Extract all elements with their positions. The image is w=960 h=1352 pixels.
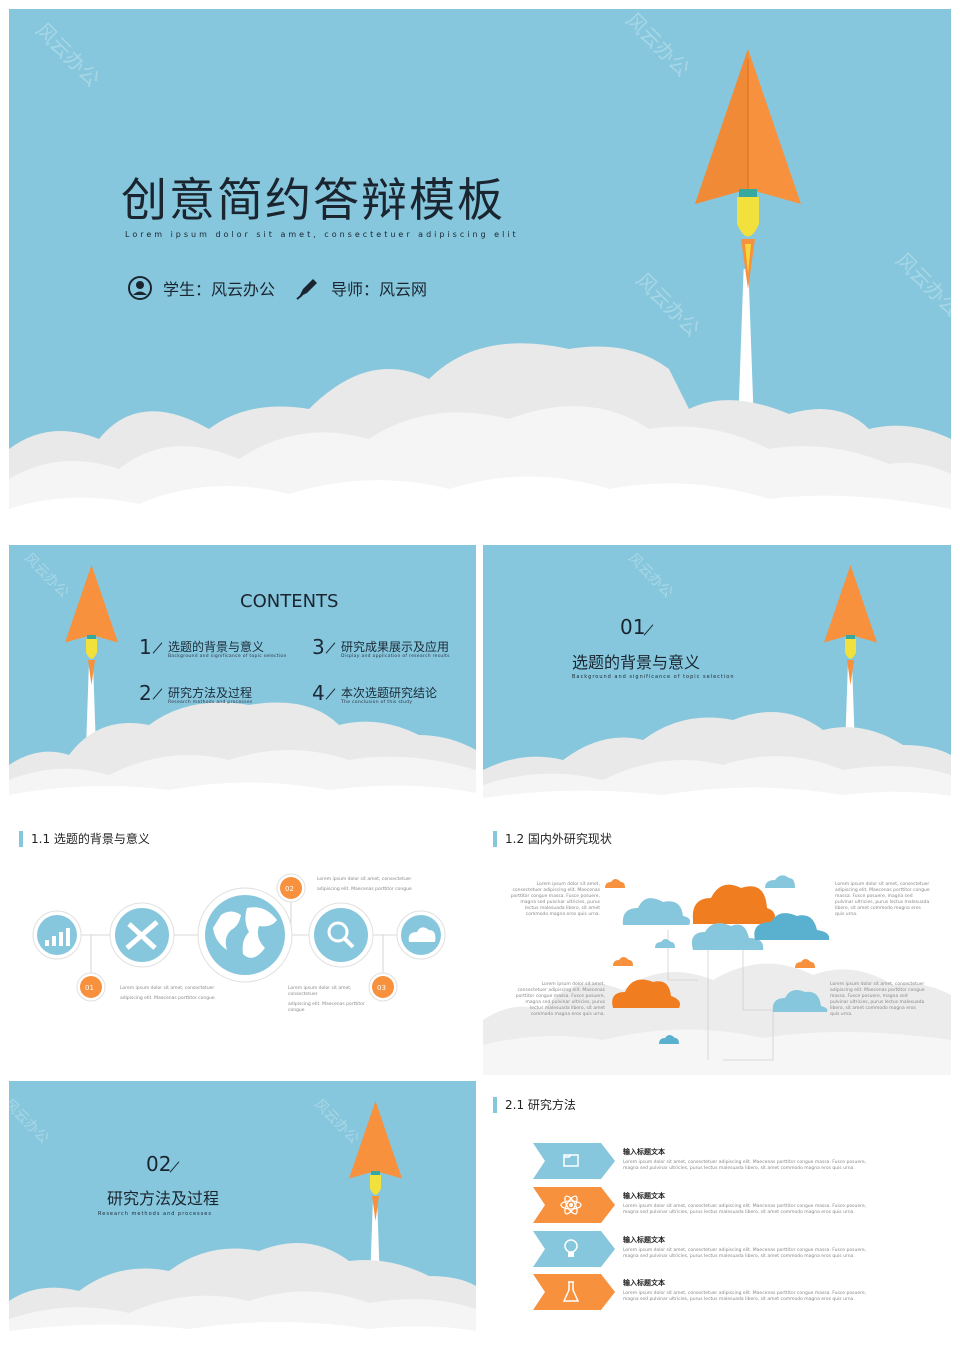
pen-icon [296,279,318,300]
menu-sub-4: The conclusion of this study [341,700,413,705]
paper-rocket-icon [349,1101,402,1221]
student-label: 学生：风云办公 [163,280,276,299]
heading-bar [493,830,497,847]
menu-slash [152,642,163,654]
method-arrow-4[interactable] [533,1274,615,1310]
menu-slash [325,642,336,654]
timeline-diagram [32,873,446,1002]
cloud-bank [9,343,951,539]
section-title: 研究方法及过程 [107,1189,220,1208]
heading-bar [19,830,23,847]
cloud-bank [9,1243,476,1343]
mentor-label: 导师：风云网 [331,280,428,299]
watermark: 风云办公 [891,247,951,322]
menu-sub-2: Research methods and processes [168,700,253,705]
note-text: Lorem ipsum dolor sit amet, consectetuer… [830,982,925,1017]
method-title: 输入标题文本 [623,1236,665,1244]
badge-02: 02 [285,885,294,893]
menu-title-1[interactable]: 选题的背景与意义 [168,640,265,654]
paper-rocket-icon [695,49,801,289]
student-row: 学生：风云办公 导师：风云网 [127,275,427,301]
section01-slide: 风云办公 01 选题的背景与意义 Background and signific… [483,545,951,806]
method-arrow-1[interactable] [533,1143,615,1179]
note-text: Lorem ipsum dolor sit amet, consectetuer… [515,982,605,1017]
menu-sub-3: Display and application of research resu… [341,654,450,659]
note-text: Lorem ipsum dolor sit amet, consectetuer… [510,882,600,917]
slide-2-1: 2.1 研究方法 输入标题文本 Lorem ipsum dolor sit am… [483,1090,951,1343]
menu-sub-1: Background and significance of topic sel… [168,654,287,659]
method-text: Lorem ipsum dolor sit amet, consectetuer… [623,1291,867,1302]
slide-1-1: 1.1 选题的背景与意义 01 02 03 Lorem ipsum dolor … [9,820,476,1075]
user-icon [128,276,152,300]
method-arrow-2[interactable] [533,1187,615,1223]
section-subtitle: Background and significance of topic sel… [572,674,735,680]
watermark: 风云办公 [624,550,676,602]
cloud-bank [9,702,476,806]
badge-01: 01 [85,984,94,992]
menu-num-1: 1 [139,635,152,659]
menu-num-3: 3 [312,635,325,659]
heading-text: 2.1 研究方法 [505,1098,576,1112]
cover-title: 创意简约答辩模板 [121,173,505,227]
heading-text: 1.2 国内外研究现状 [505,832,612,846]
note-text: Lorem ipsum dolor sit amet, consectetuer… [835,882,930,917]
menu-title-4[interactable]: 本次选题研究结论 [341,686,438,700]
menu-num-2: 2 [139,681,152,705]
cover-subtitle: Lorem ipsum dolor sit amet, consectetuer… [125,230,519,239]
method-arrow-3[interactable] [533,1231,615,1267]
method-text: Lorem ipsum dolor sit amet, consectetuer… [623,1160,867,1171]
contents-heading: CONTENTS [240,591,339,612]
menu-num-4: 4 [312,681,325,705]
watermark: 风云办公 [31,17,105,92]
slide-heading: 2.1 研究方法 [493,1096,576,1113]
method-text: Lorem ipsum dolor sit amet, consectetuer… [623,1248,867,1259]
clouds-illustration [483,875,951,1075]
method-title: 输入标题文本 [623,1279,665,1287]
slide-heading: 1.2 国内外研究现状 [493,830,612,847]
slide-heading: 1.1 选题的背景与意义 [19,830,150,847]
section-number: 01 [620,615,646,639]
section-number: 02 [146,1152,172,1176]
slide-1-2: 1.2 国内外研究现状 Lorem ipsum dolor sit amet, … [483,820,951,1075]
method-text: Lorem ipsum dolor sit amet, consectetuer… [623,1204,867,1215]
watermark: 风云办公 [9,1096,52,1148]
method-title: 输入标题文本 [623,1148,665,1156]
heading-bar [493,1096,497,1113]
section-subtitle: Research methods and processes [98,1211,212,1217]
method-title: 输入标题文本 [623,1192,665,1200]
paper-rocket-icon [824,565,877,685]
note-text: Lorem ipsum dolor sit amet, consectetuer… [288,986,365,1013]
note-text: Lorem ipsum dolor sit amet, consectetuer… [120,986,215,1001]
section-title: 选题的背景与意义 [572,653,701,672]
menu-title-2[interactable]: 研究方法及过程 [168,686,253,700]
heading-text: 1.1 选题的背景与意义 [31,832,150,846]
cloud-bank [483,712,951,806]
badge-03: 03 [377,984,386,992]
watermark: 风云办公 [621,9,695,82]
paper-rocket-icon [65,565,118,685]
cover-slide: 风云办公 风云办公 风云办公 风云办公 创意简约答辩模板 Lorem ipsum… [9,9,951,539]
note-text: Lorem ipsum dolor sit amet, consectetuer… [317,877,412,892]
menu-title-3[interactable]: 研究成果展示及应用 [341,640,450,654]
section02-slide: 风云办公 风云办公 02 研究方法及过程 Research methods an… [9,1081,476,1343]
contents-slide: 风云办公 CONTENTS 1 选题的背景与意义 Background and … [9,545,476,806]
